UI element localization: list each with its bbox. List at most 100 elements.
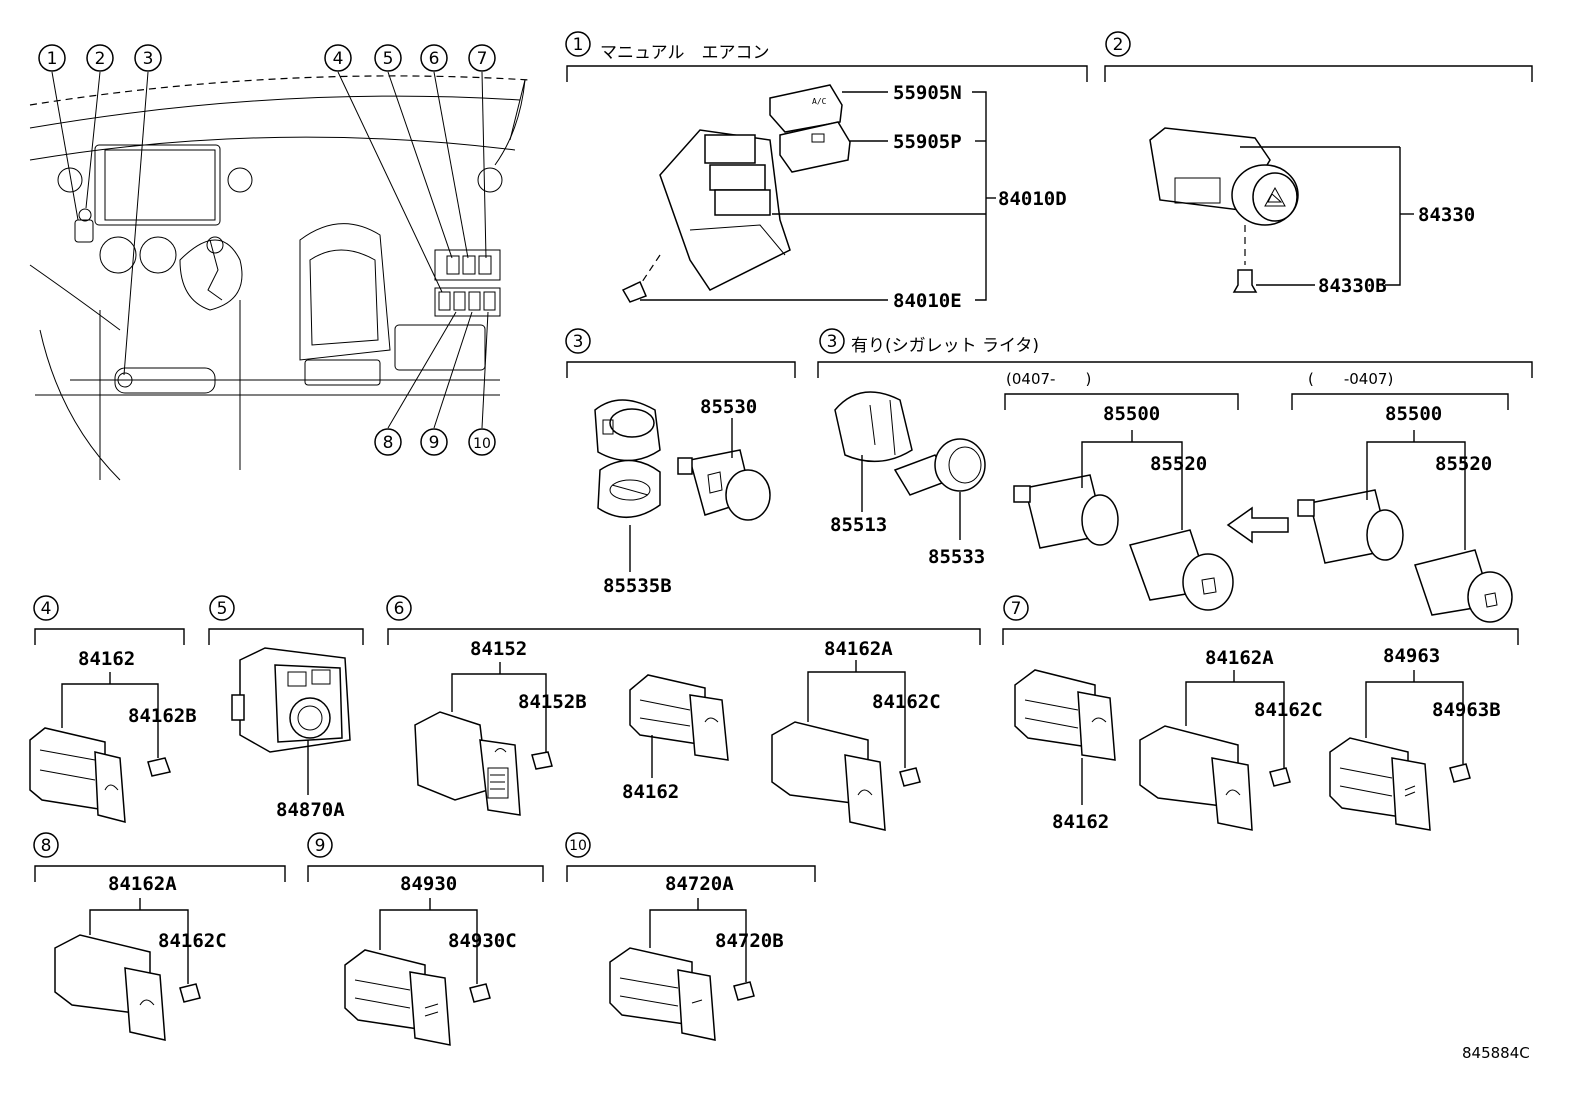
screw-84930C[interactable] xyxy=(469,983,491,1003)
part-55905N[interactable]: 55905N xyxy=(893,82,962,104)
group-8-bracket xyxy=(34,865,286,882)
mirror-switch-84870A[interactable] xyxy=(231,647,351,753)
switch-84162-g6[interactable] xyxy=(629,674,729,761)
part-85520-old[interactable]: 85520 xyxy=(1435,453,1492,475)
hazard-switch-body[interactable] xyxy=(1149,127,1299,226)
hazard-screw[interactable] xyxy=(1232,269,1258,293)
group-5-number: 5 xyxy=(217,599,228,619)
part-84720B[interactable]: 84720B xyxy=(715,930,784,952)
part-85513[interactable]: 85513 xyxy=(830,514,887,536)
screw-84162C-g7[interactable] xyxy=(1269,767,1291,787)
switch-knob-p[interactable] xyxy=(779,121,851,173)
lighter-socket-new[interactable] xyxy=(1013,474,1119,549)
outlet-socket[interactable] xyxy=(594,399,661,462)
callout-7[interactable] xyxy=(468,44,496,72)
cigarette-lighter-icon xyxy=(1201,577,1217,595)
aircon-control-unit[interactable] xyxy=(621,129,791,303)
part-84330[interactable]: 84330 xyxy=(1418,204,1475,226)
part-84930C[interactable]: 84930C xyxy=(448,930,517,952)
part-84162A-g7[interactable]: 84162A xyxy=(1205,647,1274,669)
group-10-bracket xyxy=(566,865,816,882)
callout-4[interactable] xyxy=(324,44,352,72)
lighter-plug-old[interactable] xyxy=(1414,549,1513,623)
callout-5-label: 5 xyxy=(383,49,394,69)
lighter-ring[interactable] xyxy=(893,438,986,496)
group-8-number: 8 xyxy=(41,836,52,856)
screw-84162B[interactable] xyxy=(147,757,171,777)
group-6-number: 6 xyxy=(394,599,405,619)
part-85530[interactable]: 85530 xyxy=(700,396,757,418)
part-84963B[interactable]: 84963B xyxy=(1432,699,1501,721)
part-84870A[interactable]: 84870A xyxy=(276,799,345,821)
switch-84162-g4[interactable] xyxy=(29,727,126,823)
aircon-screw[interactable] xyxy=(621,280,647,303)
switch-84930[interactable] xyxy=(344,949,451,1046)
group-1-marker xyxy=(565,31,591,57)
lighter-retainer[interactable] xyxy=(834,391,913,463)
switch-84162A-g8[interactable] xyxy=(54,934,166,1041)
part-84010E[interactable]: 84010E xyxy=(893,290,962,312)
part-84162B[interactable]: 84162B xyxy=(128,705,197,727)
callout-3[interactable] xyxy=(134,44,162,72)
outlet-plug[interactable] xyxy=(677,449,771,521)
part-85500-new[interactable]: 85500 xyxy=(1103,403,1160,425)
switch-84720A[interactable] xyxy=(609,947,716,1041)
lighter-plug-new[interactable] xyxy=(1129,529,1234,611)
part-84720A[interactable]: 84720A xyxy=(665,873,734,895)
part-84152[interactable]: 84152 xyxy=(470,638,527,660)
part-84162-g6[interactable]: 84162 xyxy=(622,781,679,803)
part-84330B[interactable]: 84330B xyxy=(1318,275,1387,297)
part-84152B[interactable]: 84152B xyxy=(518,691,587,713)
fog-lamp-icon-g6a xyxy=(857,789,873,796)
screw-84152B[interactable] xyxy=(531,751,553,770)
part-85535B[interactable]: 85535B xyxy=(603,575,672,597)
callout-5[interactable] xyxy=(374,44,402,72)
screw-84162C-g8[interactable] xyxy=(179,983,201,1003)
switch-knob-n[interactable]: A/C xyxy=(769,84,843,133)
part-84963[interactable]: 84963 xyxy=(1383,645,1440,667)
callout-9[interactable] xyxy=(420,428,448,456)
part-85520-new[interactable]: 85520 xyxy=(1150,453,1207,475)
screw-84720B[interactable] xyxy=(733,981,755,1001)
callout-10[interactable] xyxy=(468,428,496,456)
switch-84162-g7[interactable] xyxy=(1014,669,1116,761)
screw-84162C-g6[interactable] xyxy=(899,767,921,787)
group-7-marker xyxy=(1003,595,1029,621)
switch-84162A-g7[interactable] xyxy=(1139,725,1253,831)
callout-9-label: 9 xyxy=(429,433,440,453)
callout-2[interactable] xyxy=(86,44,114,72)
callout-6-label: 6 xyxy=(429,49,440,69)
group-7-bracket xyxy=(1002,628,1519,645)
part-85533[interactable]: 85533 xyxy=(928,546,985,568)
part-84162A-g8[interactable]: 84162A xyxy=(108,873,177,895)
lighter-socket-old[interactable] xyxy=(1297,489,1404,564)
part-85500-old[interactable]: 85500 xyxy=(1385,403,1442,425)
dial-switch-84152[interactable] xyxy=(414,711,521,816)
switch-icon-84720A xyxy=(691,999,703,1004)
fog-lamp-icon-g6 xyxy=(704,717,719,723)
callout-8[interactable] xyxy=(374,428,402,456)
part-84162C-g8[interactable]: 84162C xyxy=(158,930,227,952)
switch-84963[interactable] xyxy=(1329,737,1431,831)
group-6-marker xyxy=(386,595,412,621)
outlet-cap[interactable] xyxy=(597,459,661,519)
part-84162-g4[interactable]: 84162 xyxy=(78,648,135,670)
group-6-bracket xyxy=(387,628,981,645)
group-8-switch: 8 84162A 84162C xyxy=(33,832,286,1041)
part-84162C-g7[interactable]: 84162C xyxy=(1254,699,1323,721)
overview-callouts: 1 2 3 4 5 6 7 8 9 10 xyxy=(38,44,496,456)
group-1-number: 1 xyxy=(573,35,584,55)
part-84930[interactable]: 84930 xyxy=(400,873,457,895)
part-84162-g7[interactable]: 84162 xyxy=(1052,811,1109,833)
group-1-caption: マニュアル エアコン xyxy=(600,43,770,63)
part-84162A-g6[interactable]: 84162A xyxy=(824,638,893,660)
switch-84162A-g6[interactable] xyxy=(771,721,886,831)
part-84010D[interactable]: 84010D xyxy=(998,188,1067,210)
callout-4-label: 4 xyxy=(333,49,344,69)
part-84162C-g6[interactable]: 84162C xyxy=(872,691,941,713)
callout-6[interactable] xyxy=(420,44,448,72)
callout-1[interactable] xyxy=(38,44,66,72)
screw-84963B[interactable] xyxy=(1449,763,1471,783)
part-55905P[interactable]: 55905P xyxy=(893,131,962,153)
